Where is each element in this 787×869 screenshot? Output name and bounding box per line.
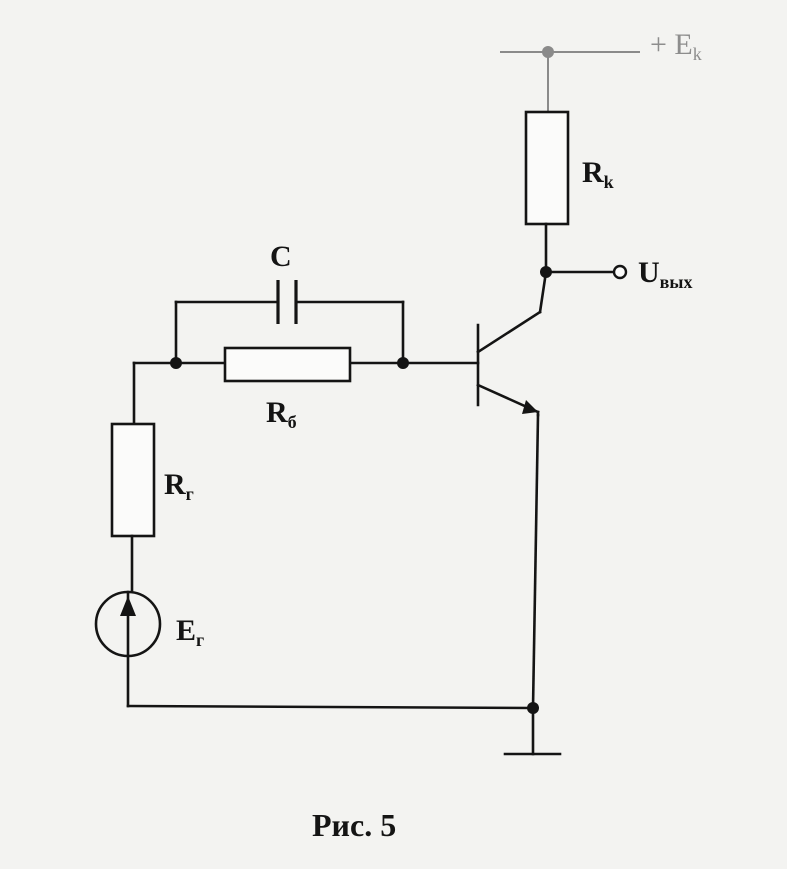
collector-wiring — [476, 222, 616, 354]
collector-node — [540, 266, 552, 278]
resistor-rk — [524, 110, 570, 226]
resistor-rg — [110, 422, 156, 538]
supply-rail — [500, 46, 640, 112]
emitter-wiring — [531, 410, 540, 710]
junction-right — [397, 357, 409, 369]
capacitor-label: C — [270, 240, 292, 273]
resistor-rb-label: Rб — [266, 396, 297, 432]
source-label: Eг — [176, 614, 204, 650]
emitter-arrow-icon — [522, 400, 538, 414]
junction-left — [170, 357, 182, 369]
supply-label: + Ek — [650, 28, 702, 64]
base-wiring — [132, 300, 480, 426]
ground-symbol — [503, 706, 562, 756]
transistor — [476, 323, 540, 414]
capacitor-c — [276, 280, 298, 324]
output-label: Uвых — [638, 256, 692, 292]
source-wiring — [126, 534, 535, 710]
figure-caption: Рис. 5 — [312, 807, 396, 843]
resistor-rk-label: Rk — [582, 156, 614, 192]
resistor-rb — [223, 346, 352, 383]
output-terminal — [612, 264, 628, 280]
source-arrow-icon — [120, 596, 136, 616]
voltage-source — [94, 590, 162, 658]
resistor-rg-label: Rг — [164, 468, 194, 504]
